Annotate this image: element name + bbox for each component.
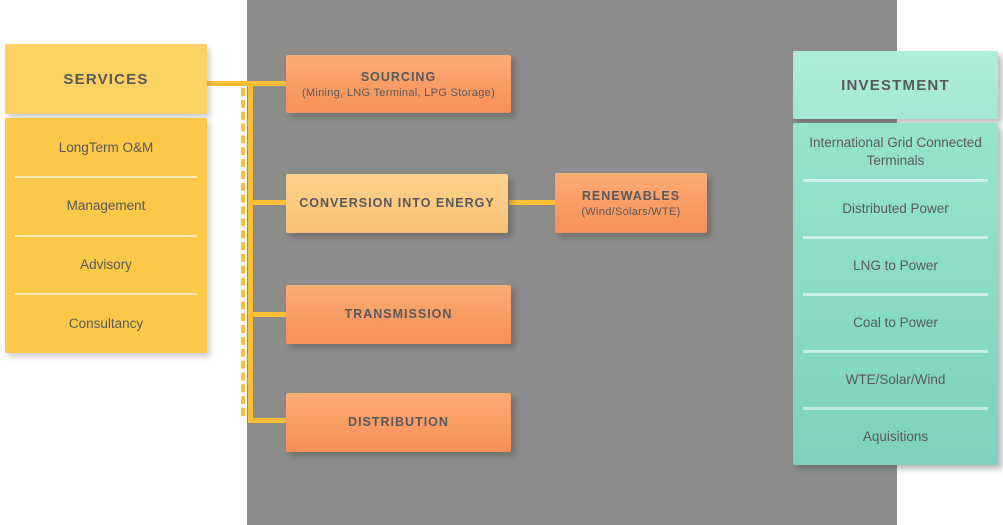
services-list: LongTerm O&M Management Advisory Consult…	[5, 118, 207, 353]
investment-item-coal-to-power: Coal to Power	[793, 293, 998, 351]
investment-title: INVESTMENT	[841, 76, 950, 94]
connector-to-conversion	[252, 200, 288, 205]
services-item-advisory: Advisory	[5, 234, 207, 295]
renewables-title: RENEWABLES	[581, 188, 681, 203]
investment-item-international-grid: International Grid Connected Terminals	[809, 134, 982, 168]
investment-header: INVESTMENT	[793, 51, 998, 119]
connector-services-to-sourcing	[207, 81, 288, 86]
investment-list: International Grid Connected Terminals D…	[793, 123, 998, 465]
sourcing-title: SOURCING	[360, 69, 437, 84]
services-item-consultancy: Consultancy	[5, 293, 207, 353]
sourcing-box: SOURCING (Mining, LNG Terminal, LPG Stor…	[286, 55, 511, 113]
distribution-box: DISTRIBUTION	[286, 393, 511, 452]
services-header: SERVICES	[5, 44, 207, 114]
renewables-subtitle: (Wind/Solars/WTE)	[581, 206, 681, 219]
connector-vertical-trunk-dashed	[241, 88, 245, 416]
services-item-management: Management	[5, 175, 207, 236]
sourcing-subtitle: (Mining, LNG Terminal, LPG Storage)	[301, 87, 496, 100]
investment-item-lng-to-power: LNG to Power	[793, 236, 998, 294]
investment-item-wte-solar-wind: WTE/Solar/Wind	[793, 350, 998, 408]
services-title: SERVICES	[63, 70, 149, 88]
investment-item-aquisitions: Aquisitions	[793, 407, 998, 465]
transmission-box: TRANSMISSION	[286, 285, 511, 344]
connector-vertical-trunk	[248, 81, 253, 423]
investment-item-distributed-power: Distributed Power	[793, 179, 998, 237]
transmission-title: TRANSMISSION	[344, 307, 453, 322]
renewables-box: RENEWABLES (Wind/Solars/WTE)	[555, 173, 707, 233]
conversion-title: CONVERSION INTO ENERGY	[299, 196, 495, 211]
connector-to-transmission	[252, 312, 288, 317]
conversion-box: CONVERSION INTO ENERGY	[286, 174, 508, 233]
connector-conversion-to-renewables	[509, 200, 555, 205]
distribution-title: DISTRIBUTION	[348, 415, 449, 430]
connector-to-distribution	[248, 418, 288, 423]
services-item-longterm-om: LongTerm O&M	[58, 139, 154, 155]
